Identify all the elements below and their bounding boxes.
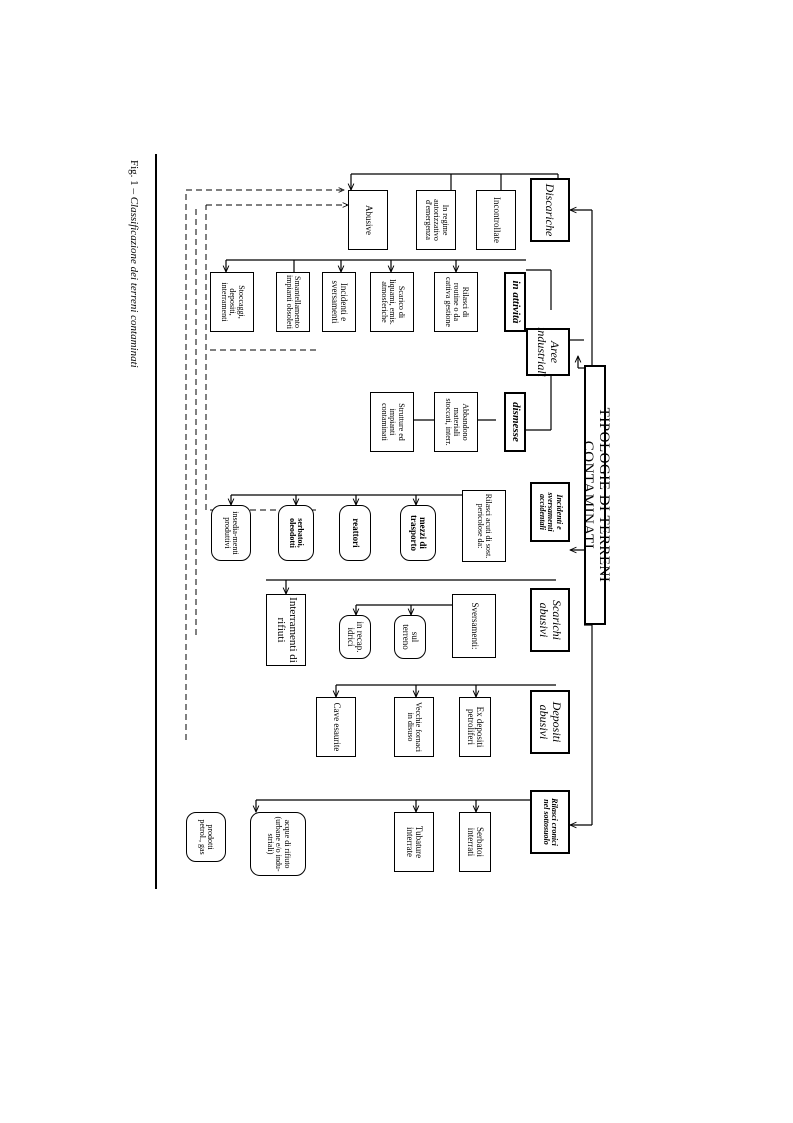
category-scarichi: Scarichi abusivi <box>530 588 570 652</box>
category-discariche: Discariche <box>530 178 570 242</box>
node-sul-terreno: sul terreno <box>394 615 426 659</box>
node-in-recapiti: in recap. idrici <box>339 615 371 659</box>
node-scarico-liquami: Scarico di liquami, emis. atmosferiche <box>370 272 414 332</box>
category-rilasci-cronici: Rilasci cronici nel sottosuolo <box>530 790 570 854</box>
node-acque-rifiuto: acque di rifiuto (urbane e/o indu-strial… <box>250 812 306 876</box>
node-incontrollate: Incontrollate <box>476 190 516 250</box>
node-interramenti-rifiuti: Interramenti di rifiuti <box>266 594 306 666</box>
figure-label: Fig. 1 <box>128 160 140 186</box>
node-cave-esaurite: Cave esaurite <box>316 697 356 757</box>
node-smantellamento: Smantellamento impianti obsoleti <box>276 272 310 332</box>
node-abbandono: Abbandono materiali stoccati, interr. <box>434 392 478 452</box>
node-strutture: Strutture ed impianti contaminati <box>370 392 414 452</box>
node-stoccaggi: Stoccaggi, depositi, interramenti <box>210 272 254 332</box>
category-incidenti: Incidenti e sversamenti accidentali <box>530 482 570 542</box>
figure-caption: Fig. 1 – Classificazione dei terreni con… <box>128 160 140 368</box>
node-vecchie-fornaci: Vecchie fornaci in disuso <box>394 697 434 757</box>
node-dismesse: dismesse <box>504 392 526 452</box>
node-ex-depositi: Ex depositi petroliferi <box>459 697 491 757</box>
classification-diagram: TIPOLOGIE DI TERRENI CONTAMINATI Discari… <box>156 160 612 890</box>
node-mezzi-trasporto: mezzi di trasporto <box>400 505 436 561</box>
node-reattori: reattori <box>339 505 371 561</box>
node-incidenti-sversamenti: Incidenti e sversamenti <box>322 272 356 332</box>
category-aree-industriali: Aree industriali <box>526 327 570 377</box>
node-rilasci-acuti: Rilasci acuti di sost. pericolose da: <box>462 490 506 562</box>
node-serbatoi-interrati: Serbatoi interrati <box>459 812 491 872</box>
category-depositi: Depositi abusivi <box>530 690 570 754</box>
node-in-attivita: in attività <box>504 272 526 332</box>
node-insediamenti: insedia-menti produttivi <box>211 505 251 561</box>
node-prodotti-petroliferi: prodotti petrol., gas <box>186 812 226 862</box>
node-serbatoi-oleodotti: serbatoi, oleodotti <box>278 505 314 561</box>
figure-title: Classificazione dei terreni contaminati <box>128 196 140 368</box>
vertical-rule <box>155 154 157 889</box>
node-regime-autorizzativo: In regime autorizzativo d'emergenza <box>416 190 456 250</box>
node-abusive: Abusive <box>348 190 388 250</box>
node-sversamenti: Sversamenti: <box>452 594 496 658</box>
root-node: TIPOLOGIE DI TERRENI CONTAMINATI <box>580 365 612 625</box>
node-rilasci-routine: Rilasci di routine o da cattiva gestione <box>434 272 478 332</box>
node-tubature-interrate: Tubature interrate <box>394 812 434 872</box>
caption-separator: – <box>128 188 140 194</box>
